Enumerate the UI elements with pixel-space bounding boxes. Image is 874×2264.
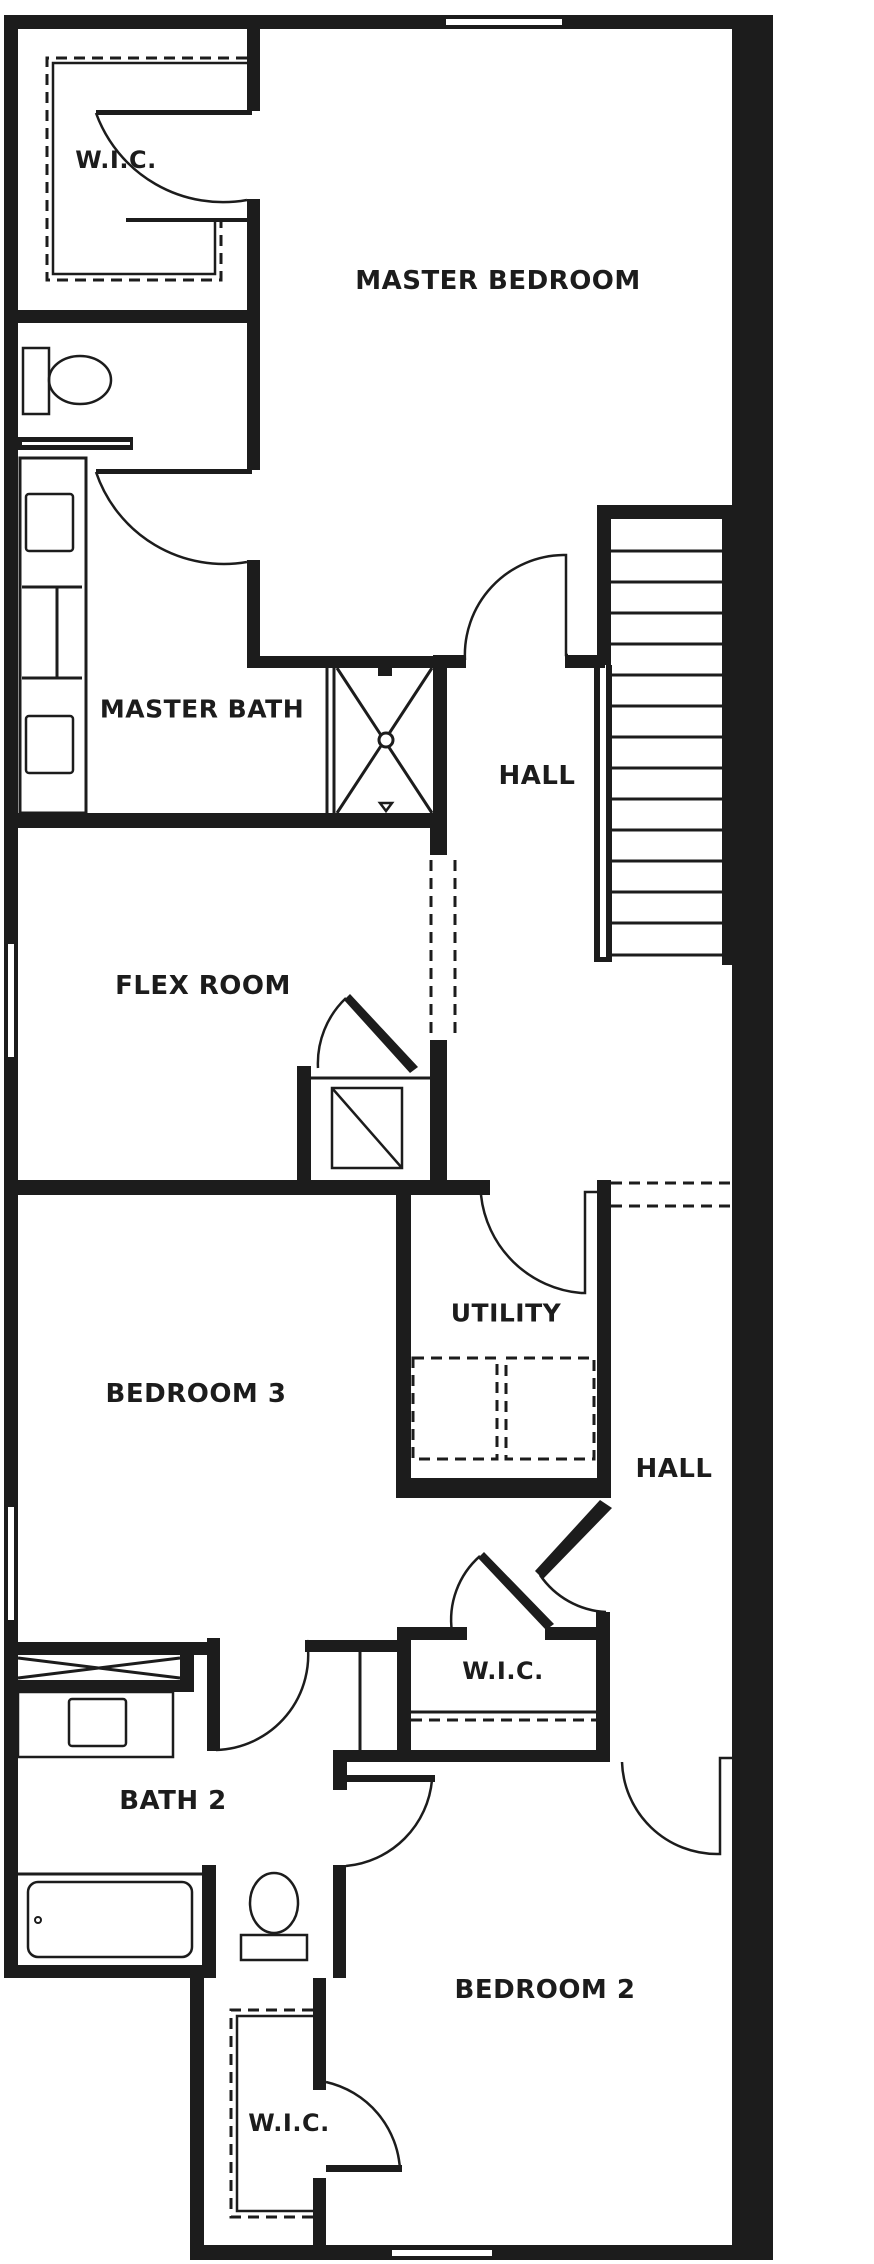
room-label-flex-room: FLEX ROOM — [115, 971, 291, 1001]
room-label-hall-upper: HALL — [498, 761, 576, 791]
bath-2-walls — [4, 1638, 410, 1978]
room-label-bath-2: BATH 2 — [119, 1786, 227, 1816]
exterior-walls — [4, 15, 773, 2260]
flex-room-walls — [4, 825, 490, 1195]
utility-walls — [396, 1180, 732, 1498]
room-label-hall-lower: HALL — [635, 1454, 713, 1484]
master-shower — [325, 656, 447, 828]
room-label-bedroom-3: BEDROOM 3 — [105, 1379, 287, 1409]
bedroom-2-walls — [229, 1750, 732, 2258]
room-label-wic-bedroom-2: W.I.C. — [248, 2109, 330, 2137]
mid-wic-walls — [335, 1500, 612, 1762]
room-label-utility: UTILITY — [450, 1298, 562, 1328]
master-wic — [4, 29, 260, 323]
master-vanity — [18, 456, 88, 815]
room-label-wic-mid: W.I.C. — [462, 1657, 544, 1685]
room-label-wic-master: W.I.C. — [75, 146, 157, 174]
windows — [8, 19, 562, 2256]
master-toilet — [21, 346, 113, 416]
stairs — [594, 505, 733, 965]
master-bath-walls — [4, 323, 447, 828]
room-label-master-bedroom: MASTER BEDROOM — [355, 266, 641, 296]
room-label-master-bath: MASTER BATH — [99, 694, 305, 724]
room-label-bedroom-2: BEDROOM 2 — [454, 1975, 636, 2005]
upper-hall — [433, 553, 605, 668]
